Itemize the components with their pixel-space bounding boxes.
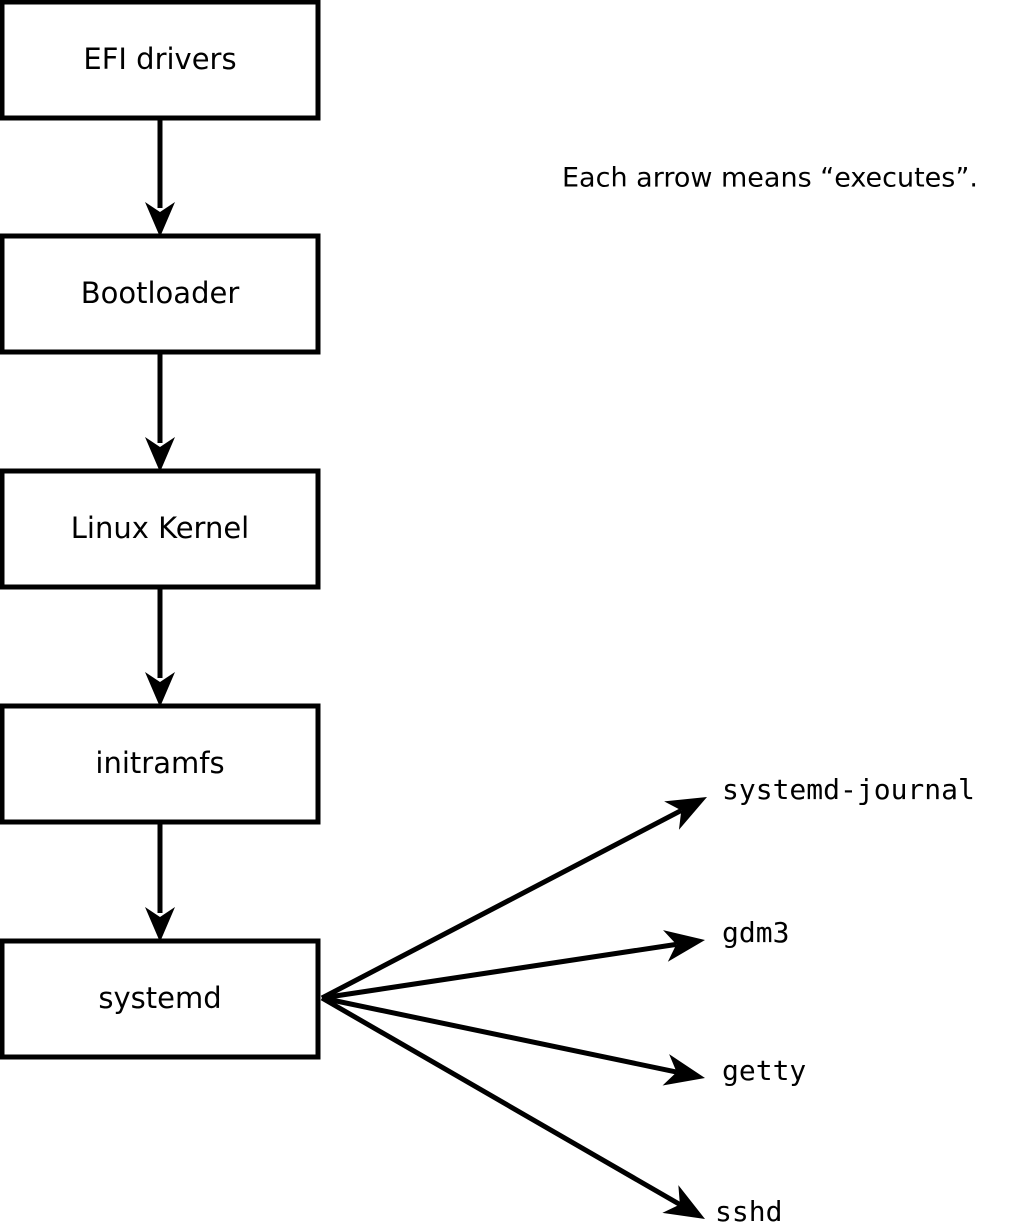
service-label-getty[interactable]: getty (722, 1054, 806, 1087)
stage-box-systemd[interactable]: systemd (0, 938, 321, 1060)
stage-box-outline (0, 468, 321, 590)
stage-box-efi-drivers[interactable]: EFI drivers (0, 0, 321, 121)
service-arrow-shaft (321, 995, 678, 1075)
connector-arrowhead (145, 672, 175, 707)
connector-arrow-bootloader-to-linux-kernel (145, 352, 175, 472)
service-arrowhead (662, 1185, 705, 1219)
service-arrowhead (662, 1054, 705, 1086)
service-arrowhead (663, 930, 705, 962)
service-label-systemd-journal[interactable]: systemd-journal (722, 773, 975, 806)
connector-arrow-efi-drivers-to-bootloader (145, 118, 175, 237)
service-label-group: systemd-journal gdm3 getty sshd (715, 773, 975, 1228)
stage-box-linux-kernel[interactable]: Linux Kernel (0, 468, 321, 590)
service-arrow-shaft (321, 941, 677, 1001)
stage-box-initramfs[interactable]: initramfs (0, 703, 321, 825)
connector-arrow-linux-kernel-to-initramfs (145, 587, 175, 707)
service-arrow-sshd (320, 995, 705, 1219)
stage-box-label: initramfs (95, 746, 224, 780)
connector-arrowhead (145, 437, 175, 472)
service-arrow-systemd-journal (320, 797, 707, 1001)
service-arrow-group (320, 797, 707, 1219)
stage-box-outline (0, 0, 321, 121)
service-arrow-getty (321, 995, 705, 1086)
connector-arrow-initramfs-to-systemd (145, 822, 175, 942)
connector-arrowhead (145, 907, 175, 942)
stage-connector-group (145, 118, 175, 942)
stage-box-outline (0, 938, 321, 1060)
stage-box-label: Linux Kernel (71, 511, 249, 545)
service-arrow-shaft (320, 808, 683, 1001)
stage-box-label: Bootloader (81, 276, 240, 310)
connector-arrowhead (145, 202, 175, 237)
stage-box-bootloader[interactable]: Bootloader (0, 233, 321, 355)
service-arrow-shaft (320, 995, 682, 1207)
stage-box-label: systemd (98, 981, 221, 1015)
service-label-gdm3[interactable]: gdm3 (722, 916, 789, 949)
service-label-sshd[interactable]: sshd (715, 1195, 782, 1228)
service-arrow-gdm3 (321, 930, 705, 1001)
stage-box-label: EFI drivers (83, 42, 236, 76)
legend-text: Each arrow means “executes”. (562, 163, 978, 194)
service-arrowhead (664, 797, 707, 830)
